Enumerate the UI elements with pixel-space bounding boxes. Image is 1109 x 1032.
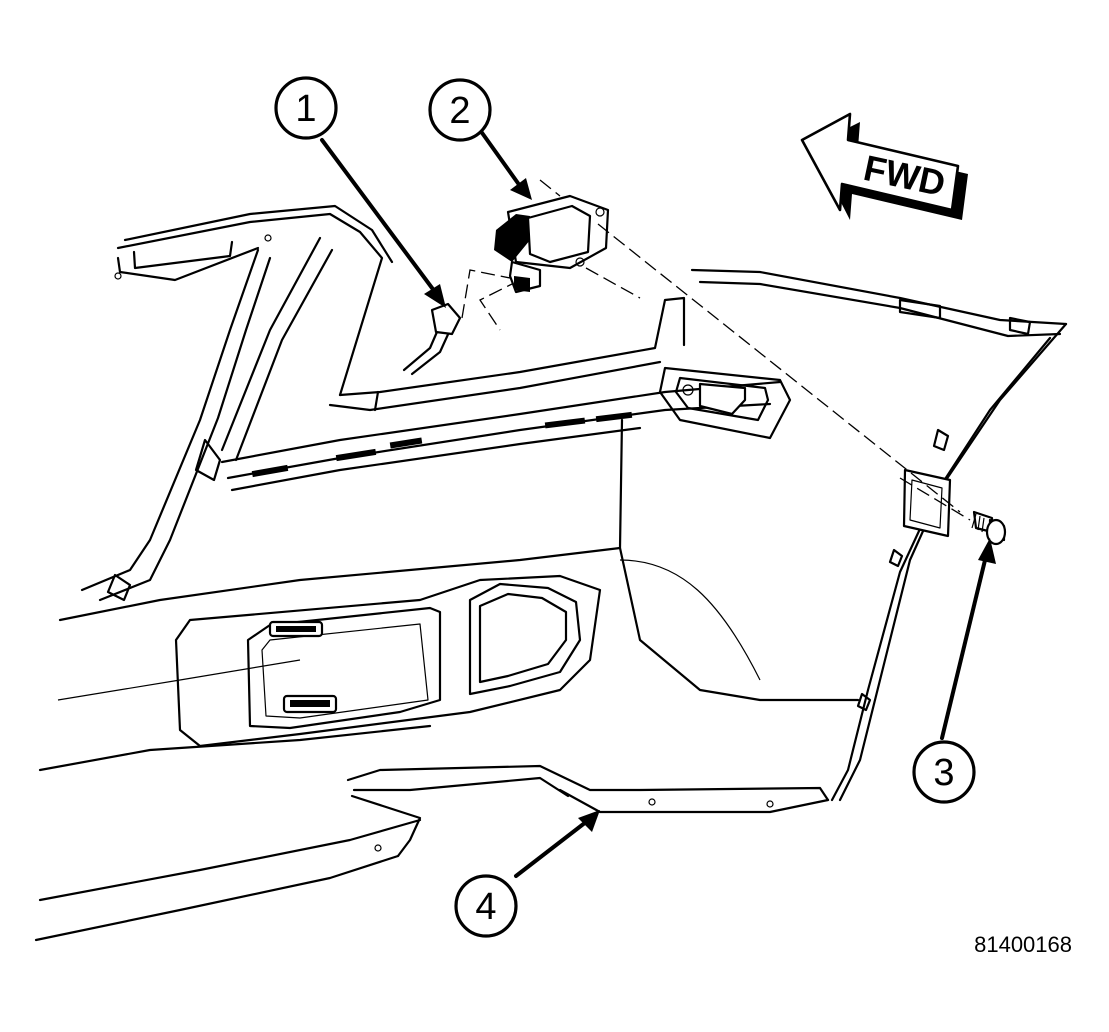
callout-2: 2 xyxy=(428,78,492,142)
callout-circle xyxy=(274,76,338,140)
callout-4: 4 xyxy=(454,874,518,938)
screw-fastener xyxy=(971,510,1007,546)
callout-circle xyxy=(912,740,976,804)
callout-circle xyxy=(454,874,518,938)
rear-bumper-fascia xyxy=(34,204,1068,942)
forward-direction-arrow: FWD xyxy=(800,112,968,220)
callout-circle xyxy=(428,78,492,142)
callout-number: 4 xyxy=(475,886,496,928)
leader-arrows xyxy=(320,128,996,878)
figure-id: 81400168 xyxy=(974,932,1072,957)
callout-number: 2 xyxy=(449,90,470,132)
callout-number: 3 xyxy=(933,752,954,794)
wiring-connector xyxy=(402,269,522,376)
installation-lines xyxy=(539,179,971,521)
park-assist-sensor xyxy=(494,194,610,294)
callout-number: 1 xyxy=(295,88,316,130)
callout-1: 1 xyxy=(274,76,338,140)
callout-3: 3 xyxy=(912,740,976,804)
